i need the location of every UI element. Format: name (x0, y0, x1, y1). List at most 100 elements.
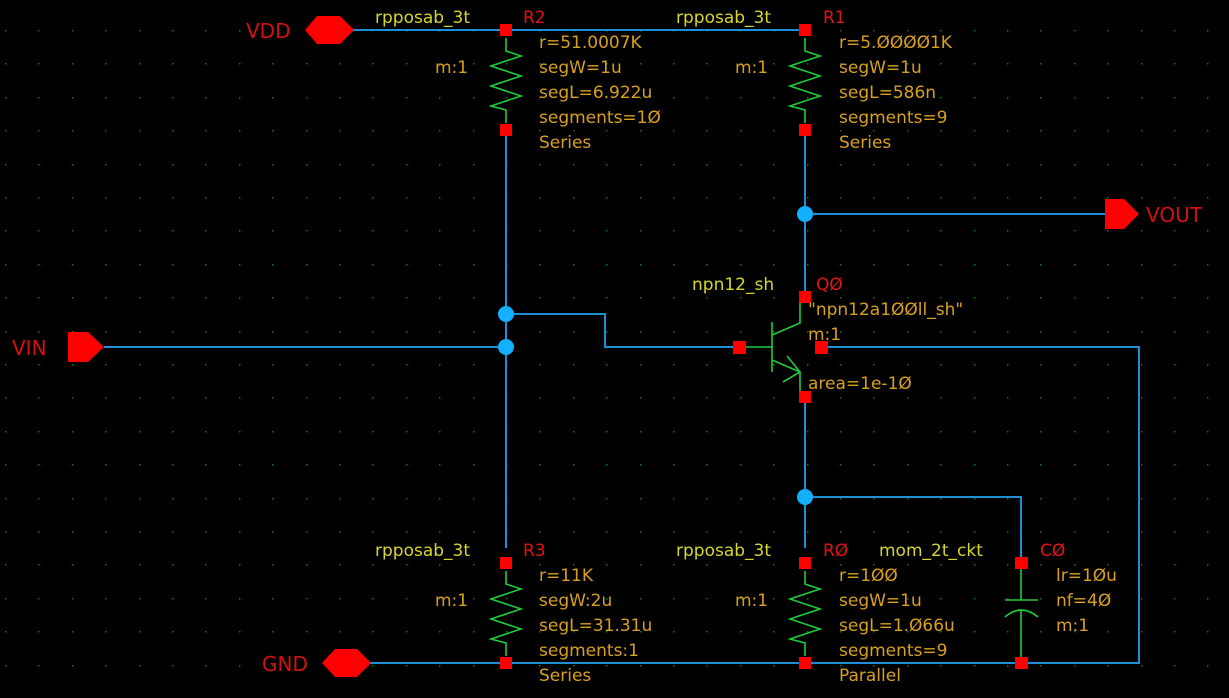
grid-dot (5, 464, 7, 466)
grid-dot (205, 331, 207, 333)
grid-dot (1174, 230, 1176, 232)
grid-dot (974, 63, 976, 65)
resistor-r1[interactable]: rpposab_3t R1 m:1 r=5.ØØØØ1K segW=1u seg… (676, 8, 953, 153)
grid-dot (907, 665, 909, 667)
resistor-r3[interactable]: rpposab_3t R3 m:1 r=11K segW:2u segL=31.… (375, 541, 652, 686)
pin-vin[interactable]: VIN (12, 332, 104, 362)
pin-terminal[interactable] (500, 24, 512, 36)
pin-terminal[interactable] (799, 24, 811, 36)
pin-vdd[interactable]: VDD (246, 16, 354, 44)
grid-dot (606, 331, 608, 333)
pin-terminal[interactable] (1015, 557, 1028, 569)
capacitor-c0[interactable]: mom_2t_ckt CØ lr=1Øu nf=4Ø m:1 (879, 541, 1117, 669)
grid-dot (773, 665, 775, 667)
grid-dot (172, 531, 174, 533)
grid-dot (640, 97, 642, 99)
grid-dot (306, 130, 308, 132)
grid-dot (1107, 464, 1109, 466)
grid-dot (473, 531, 475, 533)
grid-dot (439, 464, 441, 466)
grid-dot (38, 97, 40, 99)
grid-dot (339, 631, 341, 633)
pin-terminal[interactable] (500, 557, 512, 569)
grid-dot (139, 264, 141, 266)
grid-dot (640, 230, 642, 232)
grid-dot (539, 631, 541, 633)
pin-gnd[interactable]: GND (262, 649, 371, 677)
grid-dot (1007, 264, 1009, 266)
grid-dot (5, 197, 7, 199)
pin-terminal[interactable] (500, 124, 512, 136)
grid-dot (1074, 97, 1076, 99)
grid-dot (473, 498, 475, 500)
grid-dot (1174, 564, 1176, 566)
grid-dot (72, 331, 74, 333)
grid-dot (740, 665, 742, 667)
pin-terminal-emitter[interactable] (799, 391, 811, 403)
param: segL=6.922u (539, 83, 652, 103)
grid-dot (873, 164, 875, 166)
grid-dot (172, 631, 174, 633)
grid-dot (706, 598, 708, 600)
pin-terminal-collector[interactable] (799, 291, 811, 303)
grid-dot (272, 297, 274, 299)
param: segL=31.31u (539, 616, 652, 636)
grid-dot (172, 431, 174, 433)
pin-terminal-base[interactable] (733, 341, 746, 354)
grid-dot (172, 364, 174, 366)
grid-dot (1174, 631, 1176, 633)
grid-dot (740, 464, 742, 466)
pin-terminal[interactable] (799, 657, 811, 669)
grid-dot (439, 364, 441, 366)
grid-dot (1074, 531, 1076, 533)
pin-vout[interactable]: VOUT (1105, 199, 1203, 229)
wire-emitter-c0[interactable] (805, 496, 1022, 563)
grid-dot (306, 631, 308, 633)
wire-substrate[interactable] (821, 346, 1140, 664)
pin-terminal[interactable] (799, 124, 811, 136)
grid-dot (1007, 297, 1009, 299)
grid-dot (5, 130, 7, 132)
grid-dot (1141, 164, 1143, 166)
grid-dot (339, 230, 341, 232)
grid-dot (139, 197, 141, 199)
grid-dot (1007, 197, 1009, 199)
grid-dot (1107, 130, 1109, 132)
grid-dot (5, 297, 7, 299)
grid-dot (573, 164, 575, 166)
grid-dot (873, 297, 875, 299)
grid-dot (1207, 63, 1209, 65)
grid-dot (606, 264, 608, 266)
resistor-r2[interactable]: rpposab_3t R2 m:1 r=51.0007K segW=1u seg… (375, 8, 661, 153)
grid-dot (940, 564, 942, 566)
grid-dot (940, 631, 942, 633)
grid-dot (1141, 498, 1143, 500)
grid-dot (1174, 97, 1176, 99)
grid-dot (172, 464, 174, 466)
grid-dot (205, 631, 207, 633)
wire-base[interactable] (506, 313, 739, 348)
pin-terminal[interactable] (1015, 657, 1028, 669)
pin-terminal-substrate[interactable] (815, 341, 828, 354)
grid-dot (1074, 464, 1076, 466)
grid-dot (807, 230, 809, 232)
grid-dot (339, 130, 341, 132)
grid-dot (1074, 564, 1076, 566)
grid-dot (105, 331, 107, 333)
resistor-r0[interactable]: rpposab_3t RØ m:1 r=1ØØ segW=1u segL=1.Ø… (676, 541, 955, 686)
pin-terminal[interactable] (500, 657, 512, 669)
grid-dot (105, 598, 107, 600)
transistor-q0[interactable]: npn12_sh QØ "npn12a1ØØll_sh" m:1 area=1e… (692, 275, 963, 403)
grid-dot (873, 431, 875, 433)
grid-dot (873, 564, 875, 566)
grid-dot (907, 164, 909, 166)
grid-dot (974, 631, 976, 633)
grid-dot (740, 297, 742, 299)
grid-dot (974, 331, 976, 333)
grid-dot (439, 531, 441, 533)
grid-dot (139, 564, 141, 566)
grid-dot (38, 631, 40, 633)
grid-dot (1107, 197, 1109, 199)
pin-terminal[interactable] (799, 557, 811, 569)
